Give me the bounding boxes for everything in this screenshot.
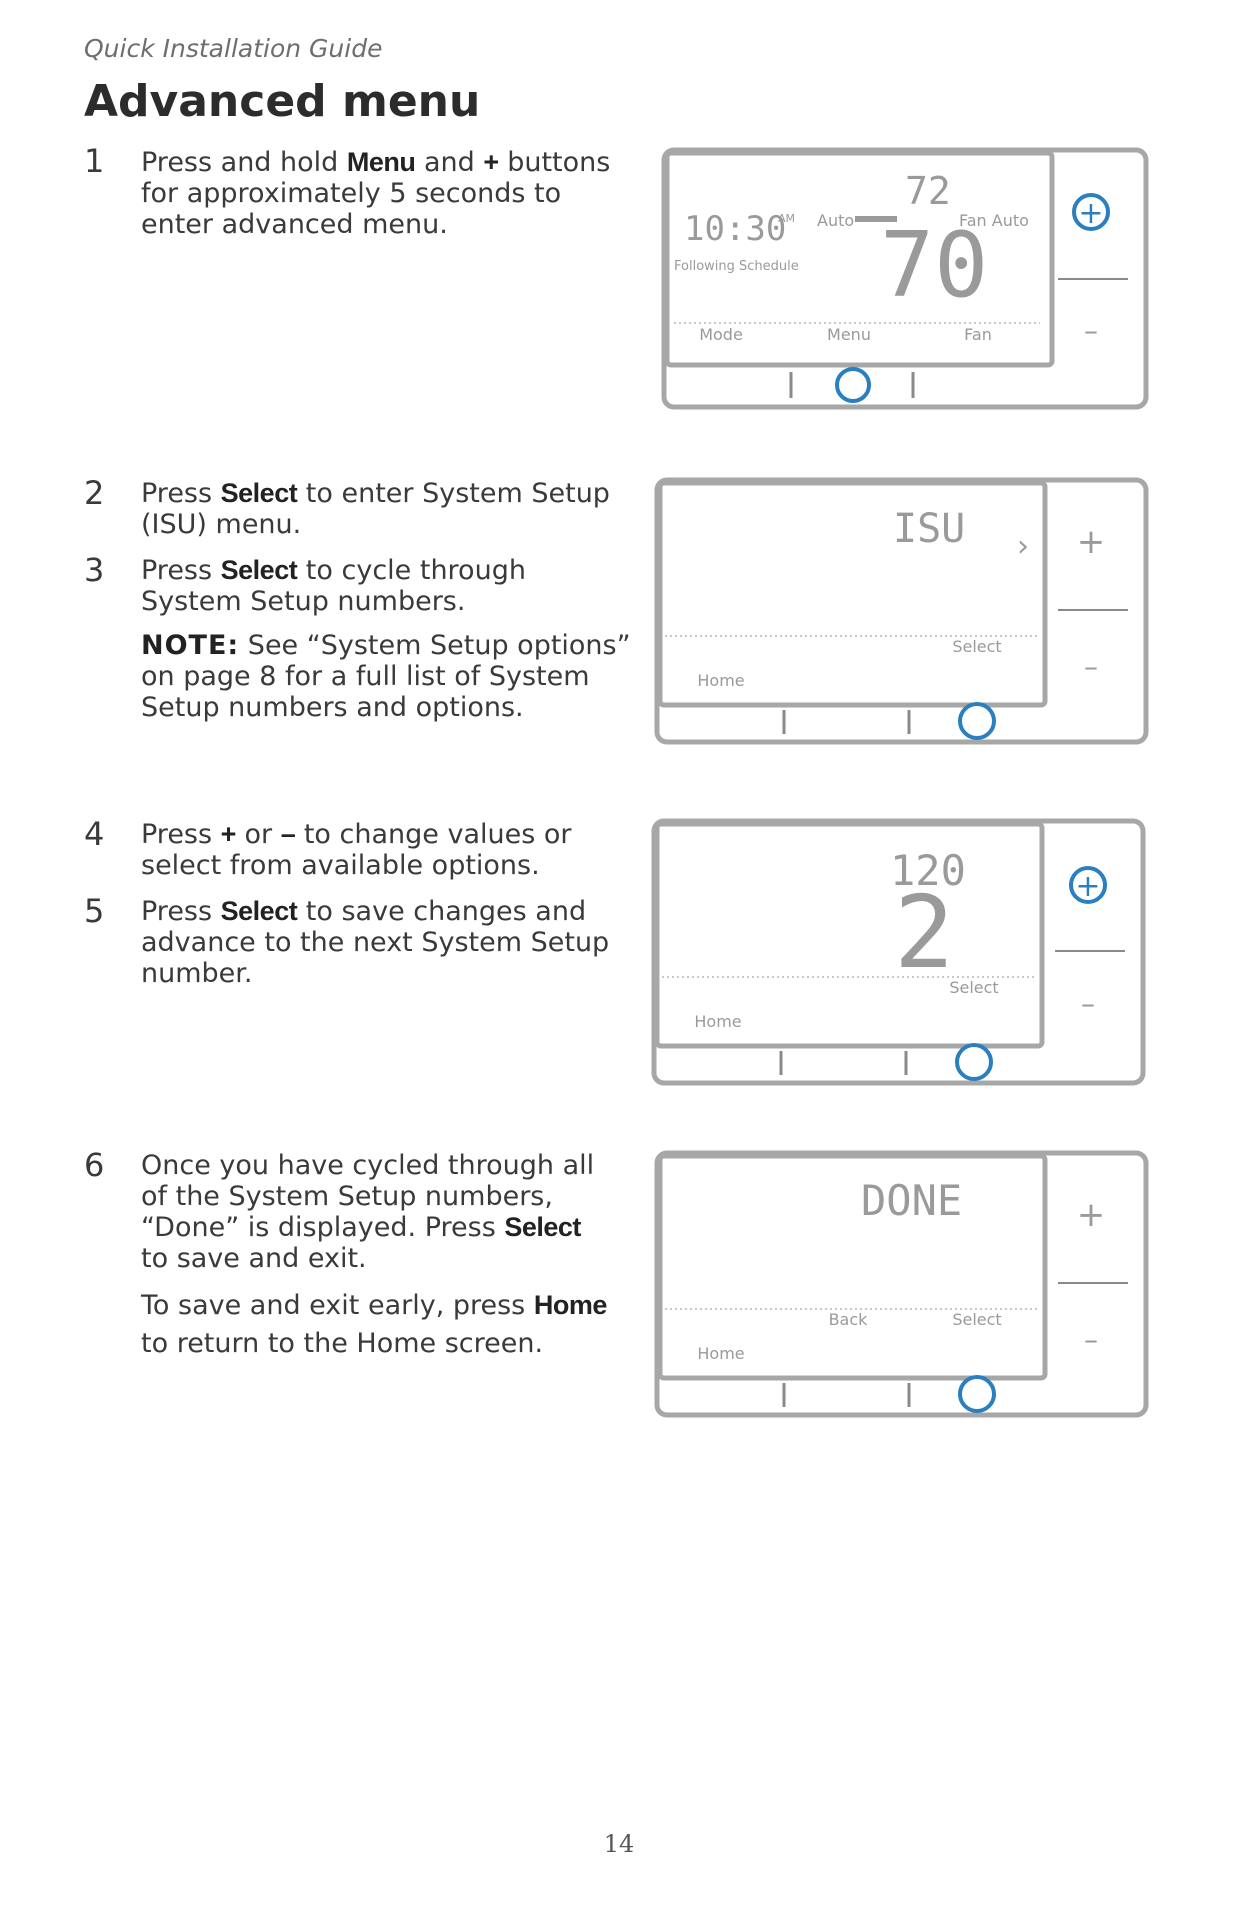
page-title: Advanced menu — [84, 76, 481, 127]
select-button-highlight[interactable] — [958, 1375, 996, 1413]
minus-icon[interactable]: – — [1084, 650, 1098, 683]
select-key-label: Select — [220, 896, 298, 926]
next-arrow-icon: › — [1017, 529, 1029, 564]
page-number: 14 — [603, 1830, 635, 1858]
home-label: Home — [697, 671, 744, 690]
thermostat-panel-isu: ISU › Select Home + – — [654, 477, 1149, 745]
step-text: Press Select to save changes and advance… — [141, 896, 610, 989]
soft-label-select: Select — [949, 978, 998, 997]
select-button-highlight[interactable] — [955, 1043, 993, 1081]
soft-label-menu: Menu — [827, 325, 871, 344]
step-text: Once you have cycled through all of the … — [141, 1150, 595, 1274]
thermostat-panel-done: DONE Back Select Home + – — [654, 1150, 1149, 1418]
plus-key-label: + — [220, 819, 237, 849]
plus-button-highlight[interactable] — [1069, 866, 1107, 904]
menu-button-highlight[interactable] — [835, 367, 871, 403]
home-label: Home — [694, 1012, 741, 1031]
setpoint-bar — [855, 216, 897, 222]
step-number: 5 — [84, 892, 105, 930]
ampm-label: AM — [778, 212, 795, 225]
isu-code: ISU — [893, 506, 965, 552]
soft-label-back: Back — [829, 1310, 869, 1329]
thermostat-panel-menu: 10:30 AM Following Schedule Auto 72 70 F… — [661, 147, 1149, 410]
home-label: Home — [697, 1344, 744, 1363]
soft-label-mode: Mode — [699, 325, 743, 344]
home-key-label: Home — [533, 1290, 608, 1320]
menu-key-label: Menu — [346, 147, 416, 177]
done-code: DONE — [861, 1176, 962, 1225]
step-number: 1 — [84, 142, 105, 180]
minus-icon[interactable]: – — [1081, 987, 1095, 1020]
setup-value: 2 — [894, 874, 954, 991]
note-text: NOTE: See “System Setup options” on page… — [141, 630, 631, 723]
minus-icon[interactable]: – — [1084, 1323, 1098, 1356]
select-key-label: Select — [220, 478, 298, 508]
clock-time: 10:30 — [684, 209, 786, 249]
step-text: Press Select to cycle through System Set… — [141, 555, 526, 617]
step-number: 4 — [84, 815, 105, 853]
setup-number: 120 — [890, 846, 966, 895]
minus-key-label: – — [280, 819, 296, 849]
plus-button-highlight[interactable] — [1072, 193, 1110, 231]
plus-key-label: + — [483, 147, 499, 177]
note-label: NOTE: — [141, 630, 240, 661]
guide-title: Quick Installation Guide — [84, 34, 383, 63]
step-text: Press and hold Menu and + buttons for ap… — [141, 147, 611, 240]
plus-icon[interactable]: + — [1077, 1195, 1106, 1235]
soft-label-select: Select — [952, 637, 1001, 656]
select-key-label: Select — [504, 1212, 581, 1242]
step-number: 2 — [84, 474, 105, 512]
fan-mode-label: Fan Auto — [959, 211, 1029, 230]
early-exit-text: To save and exit early, press Home to re… — [141, 1290, 608, 1359]
setpoint-temp: 72 — [905, 169, 951, 213]
soft-label-select: Select — [952, 1310, 1001, 1329]
plus-icon: + — [1078, 196, 1103, 231]
system-mode-label: Auto — [817, 211, 854, 230]
select-button-highlight[interactable] — [958, 702, 996, 740]
minus-icon[interactable]: – — [1084, 314, 1098, 347]
select-key-label: Select — [220, 555, 298, 585]
thermostat-panel-setting: 120 2 Select Home + – — [651, 818, 1146, 1086]
plus-icon[interactable]: + — [1077, 522, 1106, 562]
current-temp: 70 — [880, 213, 988, 318]
step-number: 6 — [84, 1146, 105, 1184]
step-number: 3 — [84, 551, 105, 589]
plus-icon: + — [1075, 869, 1100, 904]
soft-label-fan: Fan — [964, 325, 992, 344]
schedule-status: Following Schedule — [674, 259, 799, 274]
step-text: Press + or – to change values or select … — [141, 819, 572, 881]
step-text: Press Select to enter System Setup (ISU)… — [141, 478, 610, 540]
